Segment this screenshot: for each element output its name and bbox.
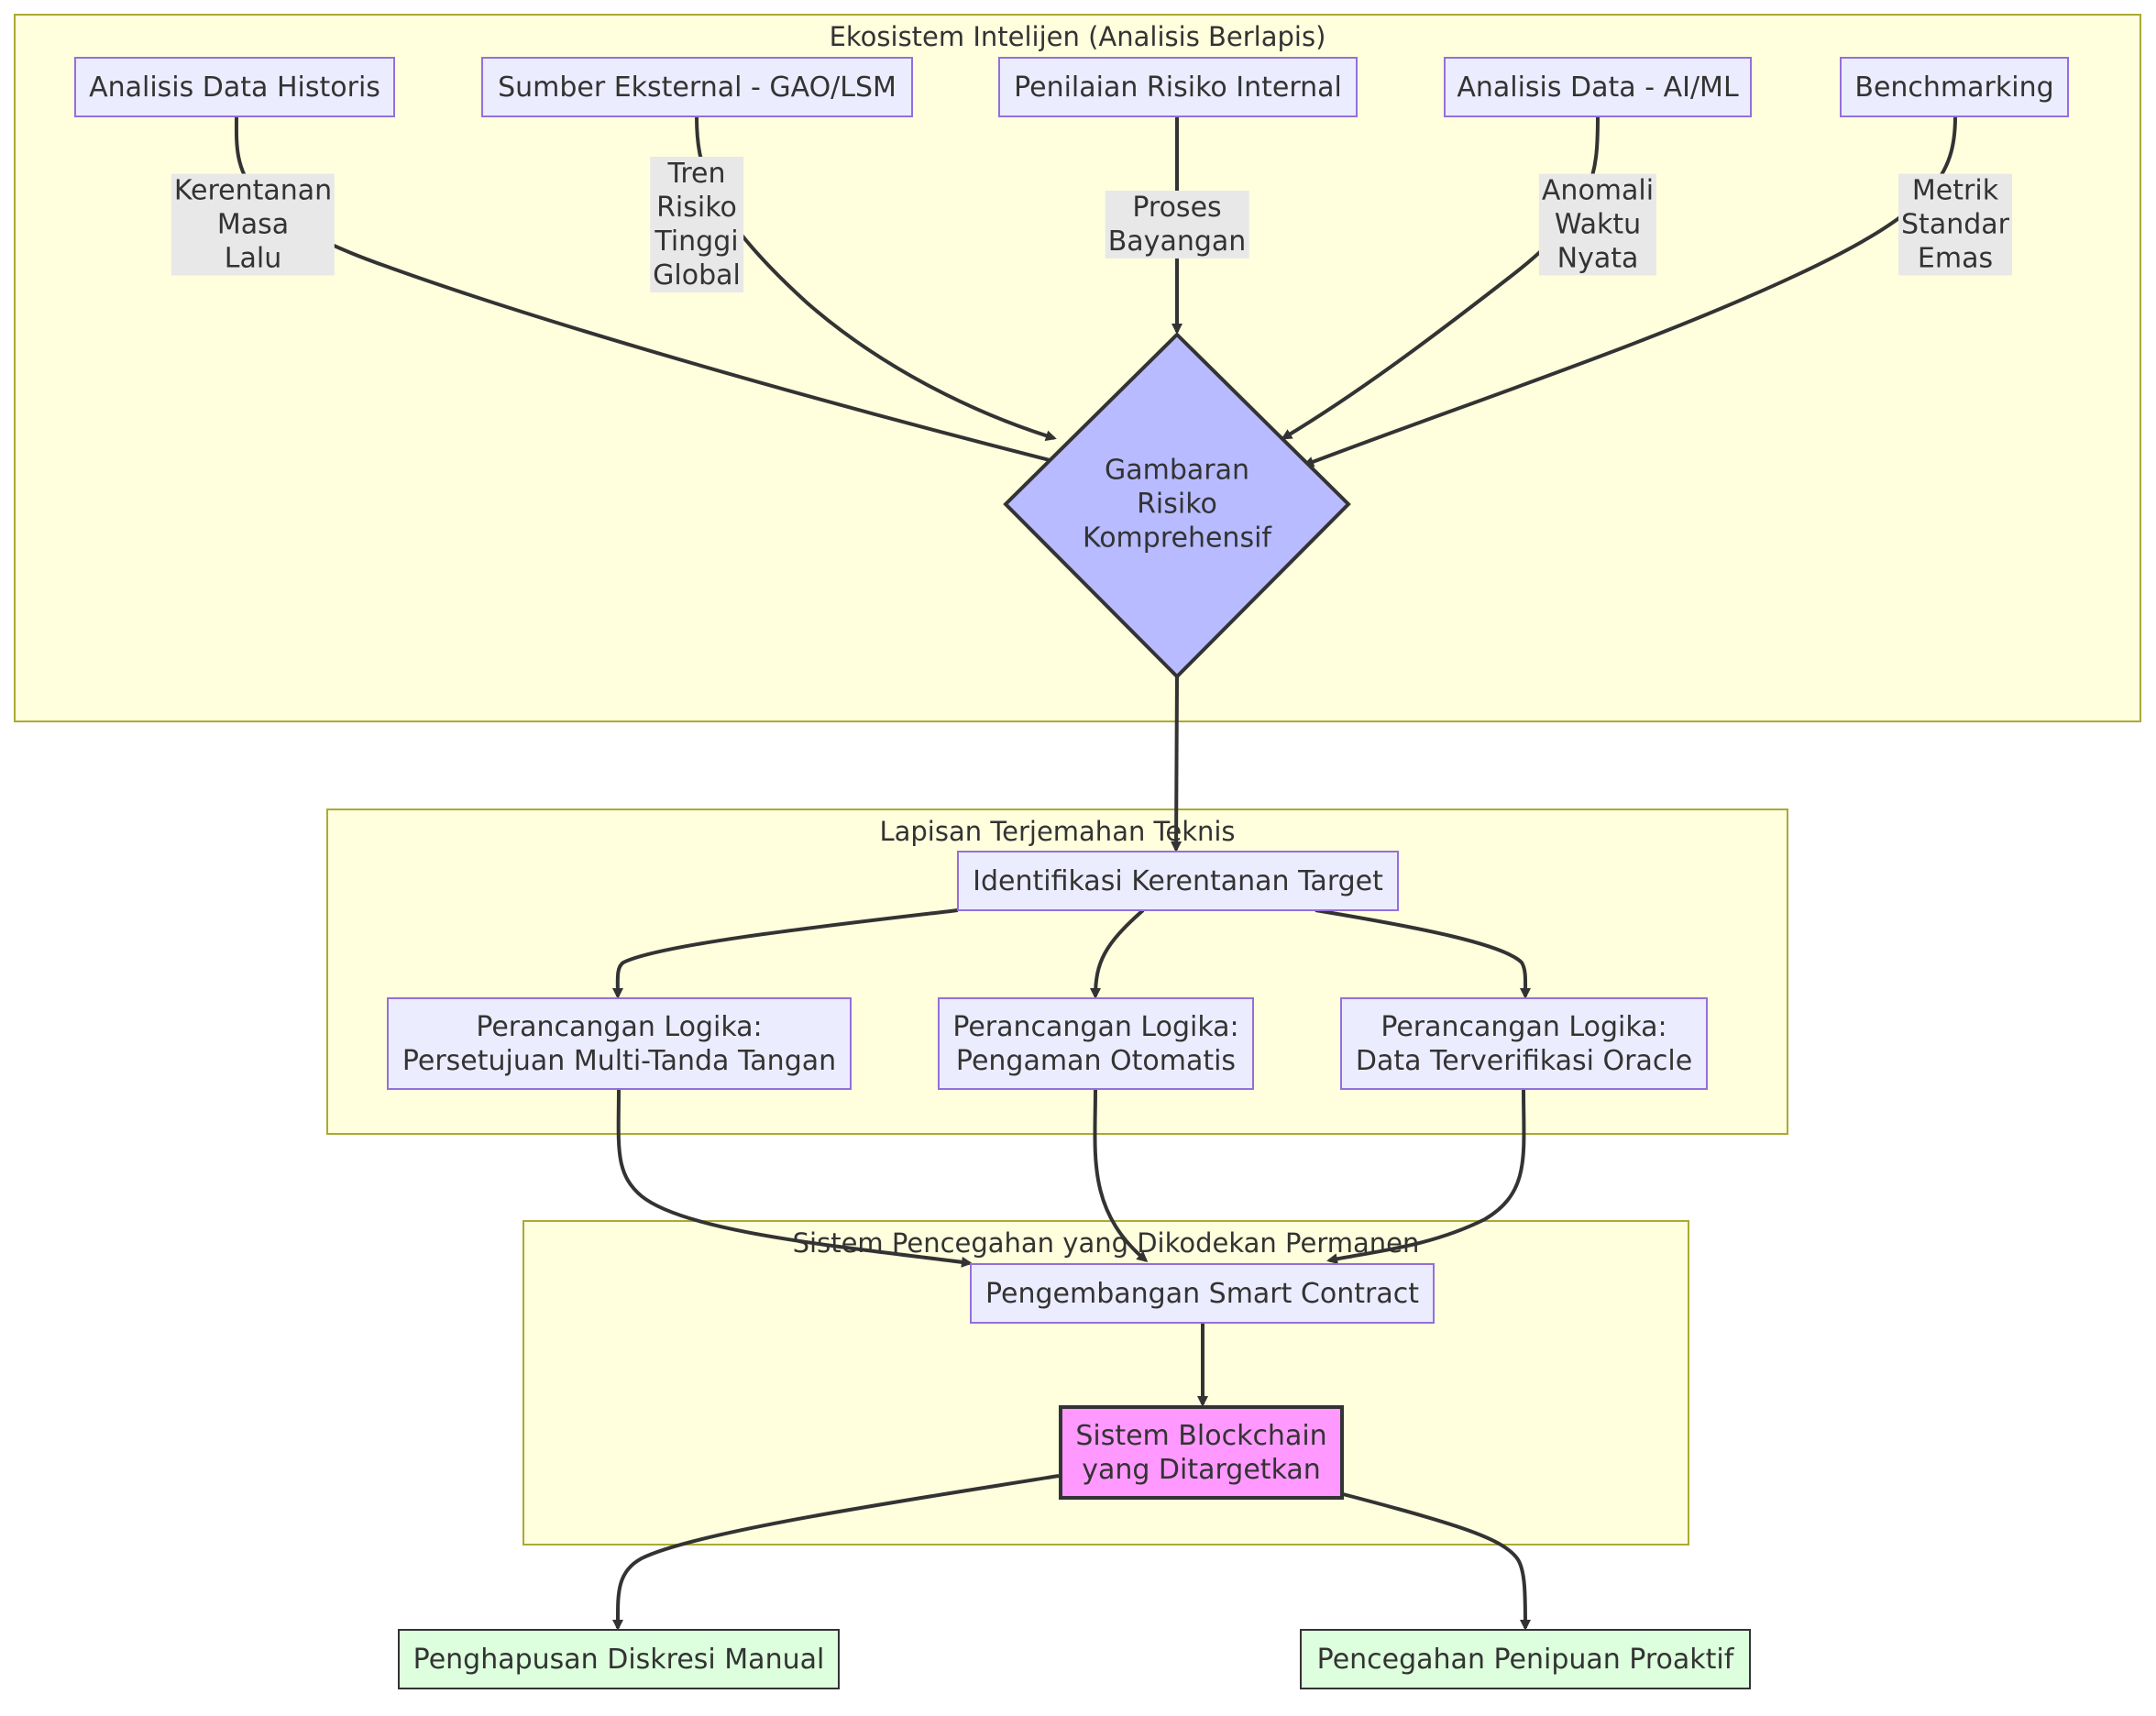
node-analisis-data-historis: Analisis Data Historis bbox=[74, 57, 395, 117]
edge-identifikasi-to-multisig bbox=[611, 908, 959, 999]
decision-diamond-shape bbox=[1003, 332, 1351, 679]
node-sistem-blockchain: Sistem Blockchain yang Ditargetkan bbox=[1059, 1405, 1344, 1500]
edge-label-metrik-standar-emas: Metrik Standar Emas bbox=[1898, 173, 2012, 276]
edge-eksternal-to-gambaran bbox=[695, 116, 1057, 442]
node-sumber-eksternal: Sumber Eksternal - GAO/LSM bbox=[481, 57, 913, 117]
edge-bench-to-gambaran bbox=[1303, 116, 1957, 468]
cluster-title-intelligence: Ekosistem Intelijen (Analisis Berlapis) bbox=[829, 21, 1326, 52]
node-penilaian-risiko-internal: Penilaian Risiko Internal bbox=[998, 57, 1358, 117]
node-logika-pengaman-otomatis: Perancangan Logika: Pengaman Otomatis bbox=[938, 997, 1254, 1090]
decision-gambaran-risiko: Gambaran Risiko Komprehensif bbox=[1083, 454, 1271, 555]
node-pencegahan-penipuan-proaktif: Pencegahan Penipuan Proaktif bbox=[1300, 1629, 1751, 1689]
node-benchmarking: Benchmarking bbox=[1840, 57, 2069, 117]
node-logika-oracle: Perancangan Logika: Data Terverifikasi O… bbox=[1340, 997, 1708, 1090]
edge-blockchain-to-proaktif bbox=[1342, 1492, 1531, 1631]
node-logika-multi-tanda-tangan: Perancangan Logika: Persetujuan Multi-Ta… bbox=[387, 997, 852, 1090]
edge-label-kerentanan-masa-lalu: Kerentanan Masa Lalu bbox=[170, 173, 336, 276]
cluster-intelligence-ecosystem: Ekosistem Intelijen (Analisis Berlapis) bbox=[14, 14, 2141, 722]
node-identifikasi-kerentanan: Identifikasi Kerentanan Target bbox=[957, 851, 1399, 911]
edge-gambaran-to-identifikasi bbox=[1171, 676, 1182, 852]
edge-label-proses-bayangan: Proses Bayangan bbox=[1105, 191, 1249, 258]
edge-blockchain-to-manual bbox=[611, 1474, 1060, 1631]
edge-identifikasi-to-otomatis bbox=[1090, 908, 1145, 999]
edge-label-tren-risiko: Tren Risiko Tinggi Global bbox=[650, 157, 743, 292]
edge-identifikasi-to-oracle bbox=[1314, 908, 1532, 999]
edge-oracle-to-smart bbox=[1326, 1088, 1526, 1265]
node-penghapusan-diskresi-manual: Penghapusan Diskresi Manual bbox=[398, 1629, 840, 1689]
node-pengembangan-smart-contract: Pengembangan Smart Contract bbox=[970, 1263, 1435, 1324]
edge-otomatis-to-smart bbox=[1093, 1088, 1149, 1262]
edge-aiml-to-gambaran bbox=[1281, 116, 1600, 440]
edge-multisig-to-smart bbox=[616, 1088, 973, 1268]
node-analisis-data-aiml: Analisis Data - AI/ML bbox=[1444, 57, 1752, 117]
edge-label-anomali-waktu-nyata: Anomali Waktu Nyata bbox=[1538, 173, 1657, 276]
